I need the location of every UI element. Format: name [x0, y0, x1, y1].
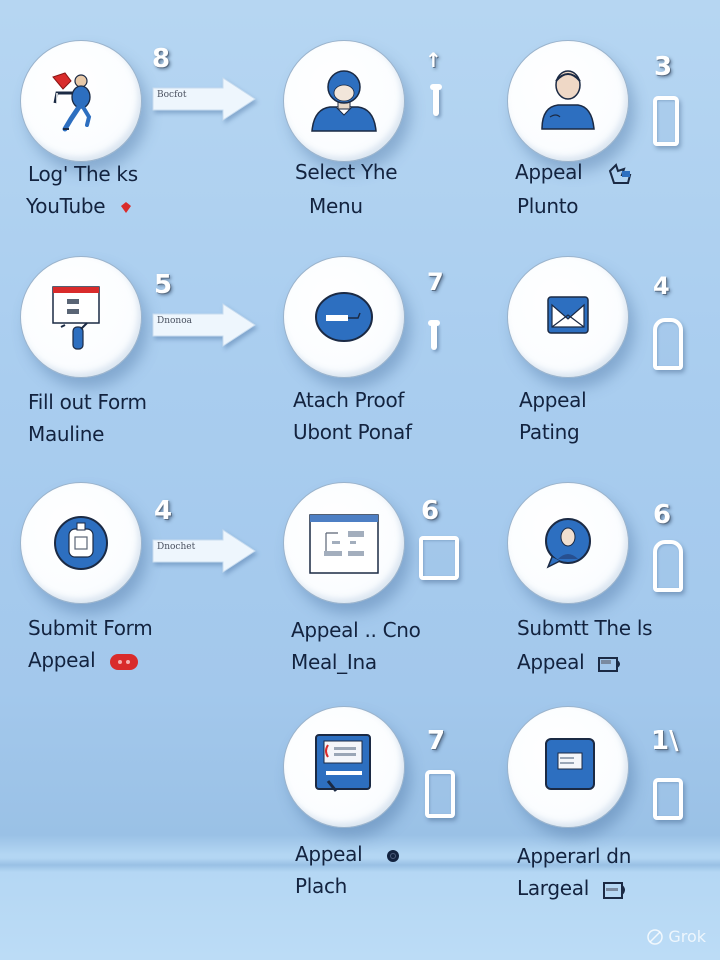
step-label-line2: Ubont Ponaf	[293, 420, 412, 444]
dot-icon	[387, 849, 400, 862]
step-number: 5	[154, 270, 173, 300]
step-disc[interactable]	[20, 256, 142, 378]
step-number: 7	[427, 726, 446, 756]
up-arrow-icon: ↑	[425, 48, 442, 72]
step-appeal-cno: 6 Appeal .. Cno Meal_Ina	[283, 482, 513, 702]
step-disc[interactable]	[507, 706, 629, 828]
arrow-caption: Bocfot	[157, 90, 187, 100]
step-label-line2: Plach	[295, 874, 348, 898]
step-label-line1: Log' The ks	[28, 162, 138, 186]
step-label-text: Appeal	[295, 842, 363, 866]
step-appeal-plach: 7 Appeal Plach	[283, 706, 513, 926]
step-label-line2: Meal_Ina	[291, 650, 377, 674]
arrow-caption: Dnochet	[157, 542, 196, 552]
card-icon	[603, 881, 626, 899]
red-gem-icon	[121, 201, 132, 213]
step-disc[interactable]	[20, 482, 142, 604]
person-running-icon	[52, 72, 92, 132]
step-label-line1: Fill out Form	[28, 390, 147, 414]
red-pill-icon	[110, 653, 139, 670]
step-disc[interactable]	[283, 482, 405, 604]
step-number: 4	[653, 272, 670, 300]
step-label-line1: Atach Proof	[293, 388, 405, 412]
envelope-icon	[547, 296, 589, 334]
step-disc[interactable]	[507, 482, 629, 604]
step-fill-out-form: 5 Dnonoa Fill out Form Mauline	[20, 256, 256, 476]
slot-marker	[653, 96, 679, 146]
card-icon	[598, 656, 621, 672]
frame-marker	[419, 536, 459, 580]
step-label-line2: YouTube	[26, 190, 133, 222]
step-label-line2: Plunto	[517, 194, 579, 218]
step-disc[interactable]	[283, 40, 405, 162]
person-bust-icon	[541, 70, 595, 130]
step-number: 7	[427, 268, 444, 296]
chat-person-icon	[545, 518, 591, 569]
step-select-menu: ↑ Select Yhe Menu	[283, 40, 513, 260]
step-disc[interactable]	[507, 40, 629, 162]
step-attach-proof: 7 Atach Proof Ubont Ponaf	[283, 256, 513, 476]
step-disc[interactable]	[20, 40, 142, 162]
step-label-text: YouTube	[26, 194, 106, 218]
step-number: 4	[154, 496, 173, 526]
step-label-line1: Apperarl dn	[517, 844, 632, 868]
arrow-right-icon	[152, 529, 256, 573]
minus-circle-icon	[315, 292, 373, 342]
watermark: Grok	[646, 927, 706, 946]
step-apperarl-largeal: 1\ Apperarl dn Largeal	[507, 706, 720, 926]
browser-window-icon	[309, 514, 379, 574]
arrow-right-icon	[152, 77, 256, 121]
step-label-text: Appeal	[515, 160, 583, 184]
form-window-icon	[52, 286, 100, 350]
next-arrow: Bocfot	[152, 76, 257, 122]
next-arrow: Dnonoa	[152, 302, 257, 348]
document-search-icon	[315, 734, 371, 792]
step-log-in-youtube: 8 Bocfot Log' The ks YouTube	[20, 40, 256, 260]
step-number: 8	[152, 44, 171, 74]
step-label-line1: Appeal	[519, 388, 587, 412]
arrow-right-icon	[152, 303, 256, 347]
step-label-line1: Submit Form	[28, 616, 153, 640]
step-disc[interactable]	[283, 706, 405, 828]
slot-marker	[653, 318, 683, 370]
step-label-line2: Appeal	[517, 646, 622, 678]
step-label-line2: Appeal	[28, 644, 139, 676]
arrow-caption: Dnonoa	[157, 316, 193, 326]
step-number: 1\	[651, 726, 679, 756]
watermark-text: Grok	[668, 927, 706, 946]
step-label-text: Appeal	[517, 650, 585, 674]
step-number: 3	[654, 52, 673, 82]
step-disc[interactable]	[507, 256, 629, 378]
step-label-text: Appeal	[28, 648, 96, 672]
pin-marker	[428, 320, 440, 350]
person-helmet-icon	[311, 70, 377, 132]
step-submit-the-appeal: 6 Submtt The ls Appeal	[507, 482, 720, 702]
step-submit-form-appeal: 4 Dnochet Submit Form Appeal	[20, 482, 256, 702]
step-label-line1: Select Yhe	[295, 160, 398, 184]
step-appeal-plunto: 3 Appeal Plunto	[507, 40, 720, 260]
puzzle-icon	[609, 162, 632, 184]
step-label-line2: Mauline	[28, 422, 105, 446]
grok-logo-icon	[647, 928, 664, 945]
step-disc[interactable]	[283, 256, 405, 378]
step-number: 6	[653, 500, 672, 530]
step-label-line1: Appeal	[295, 838, 400, 870]
document-card-icon	[545, 738, 595, 790]
step-label-text: Largeal	[517, 876, 589, 900]
step-number: 6	[421, 496, 440, 526]
step-label-line2: Largeal	[517, 872, 627, 904]
step-label-line2: Menu	[309, 194, 363, 218]
clipboard-icon	[54, 516, 108, 570]
step-label-line1: Submtt The ls	[517, 616, 653, 640]
step-appeal-pating: 4 Appeal Pating	[507, 256, 720, 476]
slot-marker	[653, 778, 683, 820]
step-label-line1: Appeal	[515, 156, 634, 188]
pin-marker	[430, 84, 442, 116]
slot-marker	[425, 770, 455, 818]
slot-marker	[653, 540, 683, 592]
step-label-line2: Pating	[519, 420, 580, 444]
floor-horizon-line	[0, 858, 720, 872]
step-label-line1: Appeal .. Cno	[291, 618, 421, 642]
next-arrow: Dnochet	[152, 528, 257, 574]
